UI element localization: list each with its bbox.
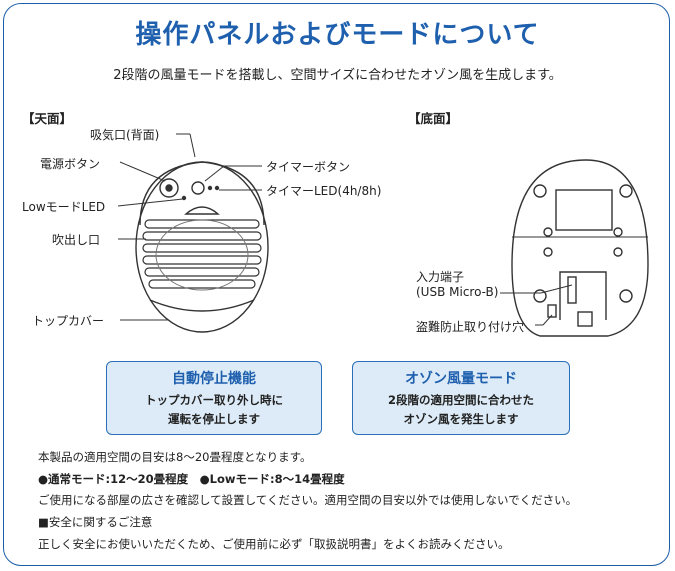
timer-led-8h bbox=[214, 185, 220, 191]
feature-box-ozone-mode: オゾン風量モード 2段階の適用空間に合わせた オゾン風を発生します bbox=[352, 361, 570, 435]
timer-button bbox=[191, 181, 205, 195]
bottom-screws bbox=[533, 184, 633, 303]
outlet-grille bbox=[142, 219, 262, 289]
top-cover-edge bbox=[139, 161, 265, 226]
center-slot bbox=[577, 311, 593, 327]
label-input-port: 入力端子 bbox=[416, 270, 465, 284]
note-applicable-space: 本製品の適用空間の目安は8〜20畳程度となります。 bbox=[38, 450, 312, 464]
anti-theft-hole bbox=[547, 304, 557, 318]
feature-body: 2段階の適用空間に合わせた オゾン風を発生します bbox=[353, 391, 569, 429]
label-anti-theft-hole: 盗難防止取り付け穴 bbox=[416, 320, 525, 334]
note-mode-ranges: ●通常モード:12〜20畳程度 ●Lowモード:8〜14畳程度 bbox=[38, 472, 345, 486]
label-power-button: 電源ボタン bbox=[40, 157, 101, 171]
label-outlet: 吹出し口 bbox=[52, 233, 101, 247]
usb-port bbox=[567, 276, 577, 304]
top-view-leaders bbox=[117, 133, 262, 321]
note-safety-heading: ■安全に関するご注意 bbox=[38, 515, 153, 529]
bottom-view-heading: 【底面】 bbox=[408, 111, 459, 126]
power-button bbox=[159, 178, 179, 198]
top-cover-line bbox=[149, 299, 255, 312]
page-subtitle: 2段階の風量モードを搭載し、空間サイズに合わせたオゾン風を生成します。 bbox=[113, 68, 562, 83]
low-mode-led bbox=[181, 195, 187, 201]
note-room-size: ご使用になる部屋の広さを確認して設置してください。適用空間の目安以外では使用しな… bbox=[38, 493, 578, 507]
fan-outline bbox=[155, 219, 249, 291]
page-title: 操作パネルおよびモードについて bbox=[135, 20, 540, 50]
top-view-heading: 【天面】 bbox=[22, 111, 73, 126]
device-body-outline bbox=[135, 161, 269, 333]
label-timer-button: タイマーボタン bbox=[266, 160, 351, 174]
label-top-cover: トップカバー bbox=[32, 314, 105, 328]
top-view-device bbox=[135, 161, 269, 333]
bottom-view-leaders bbox=[500, 284, 573, 326]
feature-line: オゾン風を発生します bbox=[403, 412, 519, 426]
feature-line: 運転を停止します bbox=[168, 412, 260, 426]
battery-compartment bbox=[559, 271, 607, 320]
feature-body: トップカバー取り外し時に 運転を停止します bbox=[107, 391, 321, 429]
bottom-view-device bbox=[511, 159, 649, 337]
top-latch bbox=[184, 206, 220, 215]
label-intake: 吸気口(背面) bbox=[90, 128, 160, 142]
bottom-label-area bbox=[555, 189, 613, 231]
feature-title: 自動停止機能 bbox=[172, 371, 256, 387]
bottom-body-outline bbox=[511, 159, 649, 337]
label-timer-led: タイマーLED(4h/8h) bbox=[266, 184, 382, 198]
timer-led-4h bbox=[207, 185, 213, 191]
note-safety-text: 正しく安全にお使いいただくため、ご使用前に必ず「取扱説明書」をよくお読みください… bbox=[38, 537, 510, 551]
label-low-mode-led: LowモードLED bbox=[22, 200, 106, 214]
feature-line: トップカバー取り外し時に bbox=[145, 393, 283, 407]
feature-title: オゾン風量モード bbox=[405, 371, 517, 387]
feature-line: 2段階の適用空間に合わせた bbox=[387, 393, 534, 407]
feature-box-auto-stop: 自動停止機能 トップカバー取り外し時に 運転を停止します bbox=[106, 361, 322, 435]
page-frame bbox=[3, 3, 670, 566]
power-icon bbox=[165, 184, 173, 192]
label-input-port-type: (USB Micro-B) bbox=[416, 285, 499, 299]
